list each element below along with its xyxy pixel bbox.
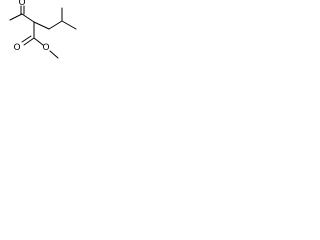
bond-o-to-methyl	[49, 50, 59, 59]
ester-carbonyl-oxygen-label: O	[13, 43, 20, 53]
bond-ketone-to-alpha	[21, 13, 35, 23]
bond-ch-to-methyl-right	[61, 20, 77, 30]
molecule-structure-diagram: O O O	[9, 0, 77, 59]
bond-ester-single-o	[33, 37, 44, 46]
bond-alpha-to-ch2	[33, 21, 50, 30]
bond-ester-double-1	[23, 37, 35, 46]
bond-acetyl-methyl	[9, 13, 23, 21]
bond-ester-double-2	[21, 35, 32, 43]
ketone-oxygen-label: O	[18, 0, 25, 8]
ester-ether-oxygen-label: O	[42, 43, 49, 53]
bond-ch2-to-ch	[48, 20, 63, 30]
